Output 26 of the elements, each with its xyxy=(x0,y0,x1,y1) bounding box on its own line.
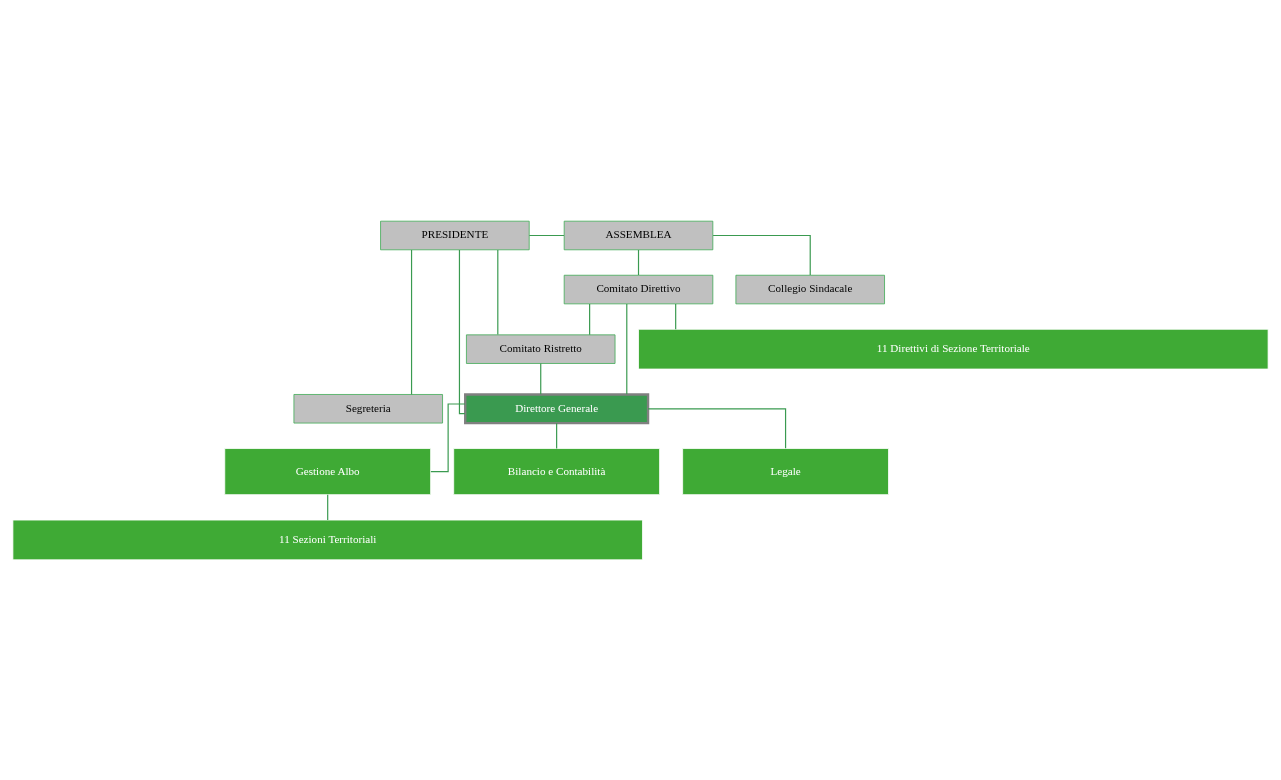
connector xyxy=(497,248,499,335)
connector xyxy=(626,302,628,395)
connector xyxy=(589,302,591,335)
node-box: 11 Direttivi di Sezione Territoriale xyxy=(638,328,1269,369)
connector xyxy=(637,248,640,276)
node-box: 11 Sezioni Territoriali xyxy=(12,519,643,560)
connector xyxy=(327,493,329,521)
connector xyxy=(410,248,413,395)
connector xyxy=(528,234,565,236)
node-box: Segreteria xyxy=(293,393,443,423)
connector xyxy=(675,302,677,330)
node-box: PRESIDENTE xyxy=(380,220,530,250)
connector xyxy=(647,407,787,449)
node-box: Bilancio e Contabilità xyxy=(453,447,660,495)
connector xyxy=(556,422,558,449)
connector xyxy=(540,362,542,395)
node-box: Collegio Sindacale xyxy=(735,274,885,304)
node-box: Gestione Albo xyxy=(224,447,432,495)
connector xyxy=(430,402,466,472)
node-box: Direttore Generale xyxy=(464,392,650,424)
node-box: Legale xyxy=(682,447,889,495)
connector xyxy=(458,248,466,414)
node-box: ASSEMBLEA xyxy=(563,220,714,250)
node-box: Comitato Direttivo xyxy=(563,274,714,304)
connector xyxy=(712,234,811,276)
node-box: Comitato Ristretto xyxy=(466,333,616,364)
